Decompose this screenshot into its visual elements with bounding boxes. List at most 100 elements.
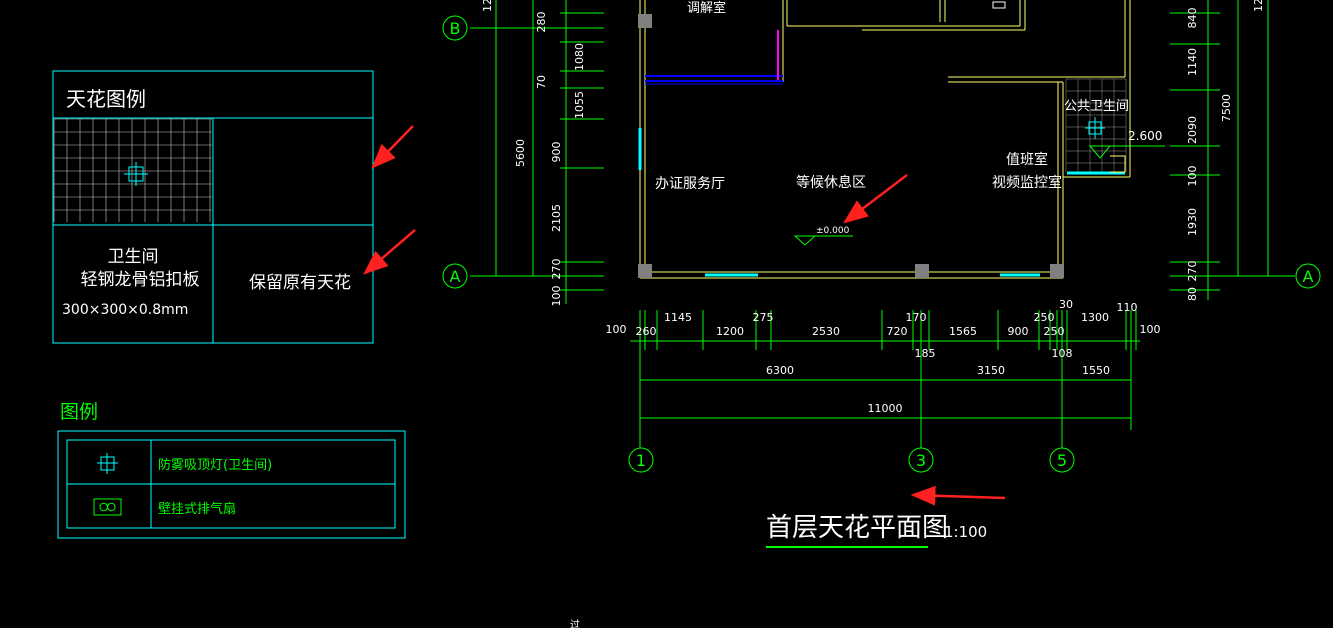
floor-level-mark: ±0.000: [816, 226, 850, 236]
exhaust-fan-icon: [93, 498, 122, 516]
column: [915, 264, 929, 278]
red-arrow: [363, 229, 416, 275]
axis-bubble-B: B: [442, 15, 468, 41]
ceiling-light-icon: [1085, 117, 1105, 139]
dim-text: 185: [915, 347, 936, 360]
room-waiting-area-label: 等候休息区: [796, 174, 866, 191]
dim-text: 11000: [868, 402, 903, 415]
bathroom-spec-label: 300×300×0.8mm: [62, 302, 188, 318]
dim-text: 80: [1186, 287, 1199, 301]
dim-text: 100: [1140, 323, 1161, 336]
symbol-legend-outer-frame: [57, 430, 406, 539]
dim-text: 2530: [812, 325, 840, 338]
dim-text: 12: [1252, 0, 1265, 12]
dim-text: 100: [606, 323, 627, 336]
dim-text: 250: [1044, 325, 1065, 338]
dim-text: 2105: [550, 204, 563, 232]
dim-text: 5600: [514, 139, 527, 167]
dim-text: 7500: [1220, 94, 1233, 122]
ceiling-light-icon: [97, 453, 118, 474]
axis-label: A: [1303, 267, 1314, 286]
dim-text: 900: [550, 142, 563, 163]
dim-text: 1565: [949, 325, 977, 338]
room-service-hall-label: 办证服务厅: [655, 176, 725, 192]
room-public-toilet-label: 公共卫生间: [1064, 99, 1129, 114]
bathroom-material-label: 轻钢龙骨铝扣板: [81, 270, 200, 290]
dim-text: 275: [753, 311, 774, 324]
dim-text: 110: [1117, 301, 1138, 314]
dim-text: 170: [906, 311, 927, 324]
ceiling-light-label: 防雾吸顶灯(卫生间): [158, 457, 272, 473]
dim-text: 2090: [1186, 116, 1199, 144]
cut-off-text: 过: [570, 618, 580, 628]
column: [1050, 264, 1064, 278]
floor-plan: 2.600 调解室 办证服务厅 等候休息区 值班室 视频监控室 公共卫生间 ±0…: [638, 0, 1165, 279]
axis-label: 1: [636, 451, 646, 470]
left-dimensions: [470, 0, 604, 304]
dim-text: 900: [1008, 325, 1029, 338]
axis-bubble-3: 3: [908, 447, 934, 473]
dim-text: 1080: [573, 43, 586, 71]
red-arrow: [843, 174, 908, 224]
dim-text: 1300: [1081, 311, 1109, 324]
red-arrow: [910, 485, 1006, 506]
toilet-level-mark: 2.600: [1128, 129, 1162, 143]
dim-text: 840: [1186, 8, 1199, 29]
drawing-scale: 1:100: [944, 523, 987, 541]
axis-bubble-5: 5: [1049, 447, 1075, 473]
left-dimension-labels: 5600 12 280 1080 70 1055 900 2105 270 10…: [481, 0, 586, 307]
annotation-arrows: [363, 125, 1006, 506]
axis-label: 5: [1057, 451, 1067, 470]
keep-ceiling-label: 保留原有天花: [249, 273, 351, 293]
ceiling-light-icon: [124, 162, 148, 186]
dim-text: 1550: [1082, 364, 1110, 377]
ceiling-legend-title: 天花图例: [66, 87, 146, 111]
dim-text: 70: [535, 75, 548, 89]
drawing-title-block: 首层天花平面图 1:100 过: [570, 513, 987, 628]
axis-label: 3: [916, 451, 926, 470]
dim-text: 1055: [573, 91, 586, 119]
axis-label: A: [450, 267, 461, 286]
axis-bubble-A-right: A: [1295, 263, 1321, 289]
axis-label: B: [450, 19, 461, 38]
room-mediation-label: 调解室: [687, 0, 726, 16]
right-dimensions: [1170, 0, 1295, 300]
dim-text: 100: [550, 286, 563, 307]
dim-text: 270: [1186, 261, 1199, 282]
dim-text: 108: [1052, 347, 1073, 360]
dim-text: 12: [481, 0, 494, 12]
dim-text: 270: [550, 259, 563, 280]
column: [638, 264, 652, 278]
dim-text: 1145: [664, 311, 692, 324]
bottom-dimensions: [630, 310, 1140, 448]
exhaust-fan-label: 壁挂式排气扇: [158, 501, 236, 517]
ceiling-legend-table: 天花图例 卫生间 轻钢龙骨铝扣板 300×300×0.8mm 保留原有天花: [52, 70, 374, 344]
room-duty-label: 值班室: [1006, 151, 1048, 168]
dim-text: 3150: [977, 364, 1005, 377]
axis-bubble-A-left: A: [442, 263, 468, 289]
dim-text: 100: [1186, 166, 1199, 187]
symbol-legend-title: 图例: [60, 401, 98, 423]
bathroom-label: 卫生间: [108, 247, 159, 267]
bottom-dimension-labels: 185 108 6300 3150 1550 11000: [766, 347, 1110, 415]
dim-text: 1930: [1186, 208, 1199, 236]
column: [638, 14, 652, 28]
drawing-title: 首层天花平面图: [766, 513, 948, 543]
dim-text: 260: [636, 325, 657, 338]
symbol-legend: 图例 防雾吸顶灯(卫生间) 壁挂式排气扇: [57, 401, 406, 539]
axis-bubble-1: 1: [628, 447, 654, 473]
dim-text: 1200: [716, 325, 744, 338]
dim-text: 1140: [1186, 48, 1199, 76]
dim-text: 280: [535, 12, 548, 33]
right-dimension-labels: 840 1140 2090 100 1930 270 80 7500 12: [1186, 0, 1265, 301]
red-arrow: [371, 125, 414, 169]
dim-text: 6300: [766, 364, 794, 377]
dim-text: 720: [887, 325, 908, 338]
dim-text: 30: [1059, 298, 1073, 311]
toilet-ceiling-grid: [1065, 78, 1127, 172]
aluminum-tile-grid: [53, 118, 212, 222]
dim-text: 250: [1034, 311, 1055, 324]
room-monitoring-label: 视频监控室: [992, 174, 1062, 191]
